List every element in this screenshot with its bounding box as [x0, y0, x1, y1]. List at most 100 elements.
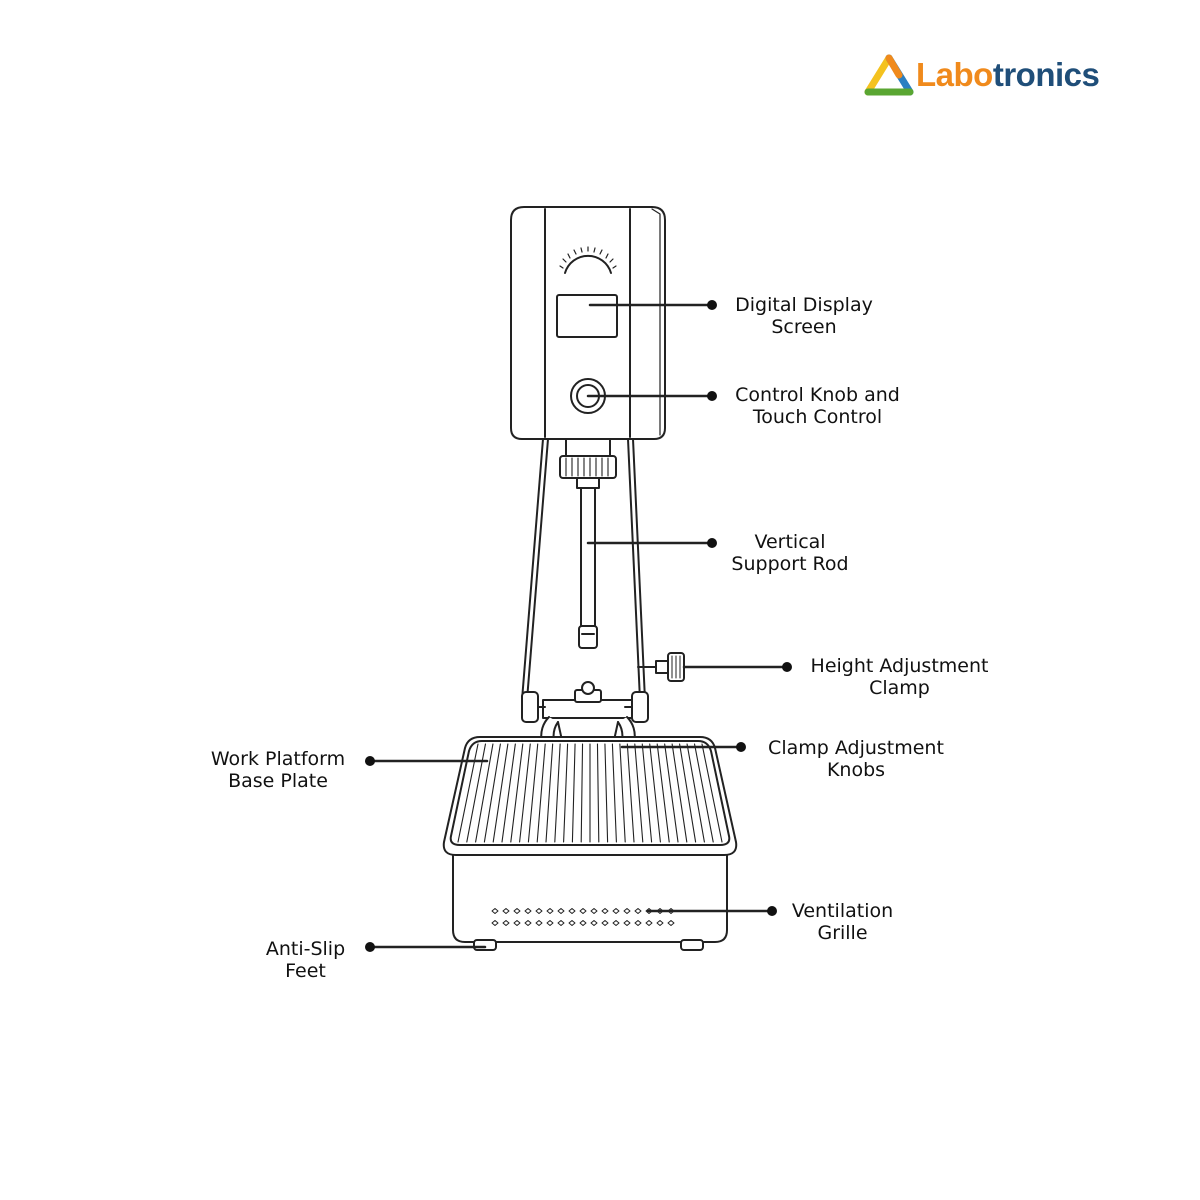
platform-rib: [634, 743, 644, 843]
platform-rib: [604, 743, 609, 843]
callout-support-rod-line2: Support Rod: [731, 553, 849, 575]
platform-rib: [501, 743, 516, 843]
clamp-knob-left: [521, 691, 539, 723]
vent-slot: [667, 920, 675, 926]
platform-rib: [664, 743, 679, 843]
leader-lines: [368, 303, 789, 949]
callout-base-plate-line1: Work Platform: [210, 748, 346, 770]
vent-slot: [579, 920, 587, 926]
head-unit: [510, 206, 666, 440]
platform-rib: [671, 743, 688, 843]
platform-rib: [701, 743, 723, 843]
platform-rib: [656, 743, 670, 843]
callout-control-knob: Control Knob and Touch Control: [720, 384, 915, 428]
platform-rib: [545, 743, 554, 843]
vent-slot: [612, 908, 620, 914]
vent-slot: [513, 908, 521, 914]
platform-rib: [580, 743, 584, 843]
stand-frame: [521, 438, 646, 701]
vent-slot: [502, 920, 510, 926]
vent-slot: [524, 908, 532, 914]
callout-digital-display: Digital Display Screen: [724, 294, 884, 338]
vent-slot: [623, 920, 631, 926]
callout-digital-display-line2: Screen: [771, 316, 837, 338]
callout-height-clamp-line2: Clamp: [869, 677, 930, 699]
callout-support-rod-line1: Vertical: [754, 531, 826, 553]
platform-rib: [641, 743, 653, 843]
callout-ventilation-line2: Grille: [817, 922, 868, 944]
platform-rib: [611, 743, 617, 843]
platform-rib: [571, 743, 576, 843]
callout-feet-line2: Feet: [285, 960, 326, 982]
platform-rib: [519, 743, 531, 843]
platform-rib: [679, 743, 697, 843]
callout-ventilation-line1: Ventilation: [791, 900, 894, 922]
vent-slot: [623, 908, 631, 914]
callout-height-clamp: Height Adjustment Clamp: [797, 655, 1002, 699]
ventilation-grille: [491, 908, 675, 926]
triangle-logo-icon: [864, 54, 914, 96]
callout-height-clamp-line1: Height Adjustment: [810, 655, 989, 677]
callout-digital-display-line1: Digital Display: [735, 294, 873, 316]
callout-ventilation: Ventilation Grille: [780, 900, 905, 944]
platform-rib: [475, 743, 494, 843]
platform-rib: [510, 743, 524, 843]
callout-clamp-knobs-line2: Knobs: [826, 759, 886, 781]
vent-slot: [491, 920, 499, 926]
brand-name: Labotronics: [916, 55, 1100, 95]
vent-slot: [502, 908, 510, 914]
vent-slot: [513, 920, 521, 926]
vertical-support-rod: [578, 487, 598, 649]
callout-support-rod: Vertical Support Rod: [720, 531, 860, 575]
callout-feet: Anti-Slip Feet: [253, 938, 358, 982]
vent-slot: [590, 920, 598, 926]
platform-rib: [626, 743, 635, 843]
display-screen: [556, 294, 618, 338]
callout-base-plate: Work Platform Base Plate: [198, 748, 358, 792]
vent-slot: [634, 908, 642, 914]
callout-feet-line1: Anti-Slip: [265, 938, 346, 960]
vent-slot: [645, 920, 653, 926]
vent-slot: [656, 920, 664, 926]
vent-slot: [579, 908, 587, 914]
callout-control-knob-line2: Touch Control: [752, 406, 883, 428]
dial-gauge-icon: [559, 246, 617, 274]
vent-slot: [535, 908, 543, 914]
vent-slot: [557, 908, 565, 914]
platform-rib: [527, 743, 539, 843]
vent-slot: [568, 908, 576, 914]
platform-rib: [483, 743, 501, 843]
platform-rib: [693, 743, 714, 843]
leader-dots: [365, 300, 792, 952]
platform-rib: [686, 743, 705, 843]
foot-right: [680, 939, 704, 951]
platform-rib: [554, 743, 561, 843]
vent-slot: [524, 920, 532, 926]
platform-rib: [649, 743, 661, 843]
vent-slot: [546, 920, 554, 926]
vent-slot: [491, 908, 499, 914]
vent-slot: [546, 908, 554, 914]
platform-rib: [536, 743, 546, 843]
platform-rib: [563, 743, 569, 843]
platform-rib: [596, 743, 600, 843]
vent-slot: [612, 920, 620, 926]
brand-name-part2: tronics: [992, 56, 1100, 93]
platform-rib: [619, 743, 626, 843]
vent-slot: [601, 920, 609, 926]
chuck-coupling: [559, 438, 617, 489]
clamp-knob-right: [631, 691, 649, 723]
labotronics-logo: [864, 54, 914, 96]
callout-clamp-knobs-line1: Clamp Adjustment: [768, 737, 944, 759]
callout-control-knob-line1: Control Knob and: [735, 384, 900, 406]
vent-slot: [568, 920, 576, 926]
vent-slot: [590, 908, 598, 914]
callout-base-plate-line2: Base Plate: [228, 770, 328, 792]
vent-slot: [535, 920, 543, 926]
foot-left: [473, 939, 497, 951]
vent-slot: [557, 920, 565, 926]
brand-name-part1: Labo: [916, 56, 993, 93]
vent-slot: [634, 920, 642, 926]
vent-slot: [601, 908, 609, 914]
